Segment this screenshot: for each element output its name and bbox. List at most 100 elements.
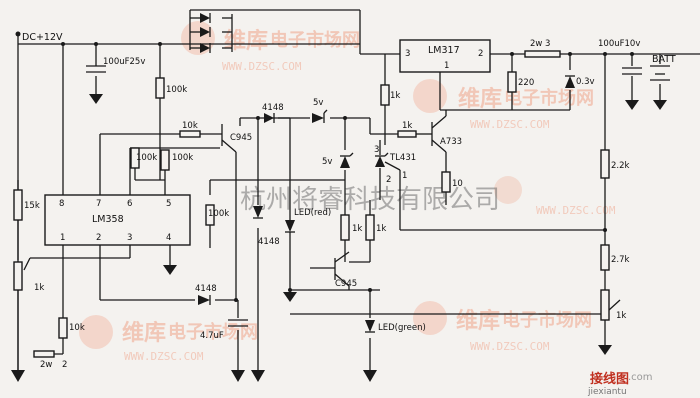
watermark-logo-bottom-right [413,301,447,335]
svg-text:C945: C945 [230,133,252,143]
svg-text:100k: 100k [166,85,187,95]
wm-en-5: WWW.DZSC.COM [470,340,550,353]
battery-symbol [650,65,670,81]
svg-text:2: 2 [478,49,483,59]
watermark-logo-bottom-left [79,315,113,349]
svg-text:1k: 1k [390,91,400,101]
zener-5v-horizontal [312,109,328,123]
resistor-2.7k [600,244,610,271]
wm-brand-4: 维库 [456,308,500,334]
svg-text:4: 4 [166,233,171,243]
svg-text:0.3v: 0.3v [576,77,595,87]
capacitor-output [622,67,642,75]
svg-text:A733: A733 [440,137,462,147]
wm-footer-cn: 接线图 [590,371,629,387]
resistor-10k-base [179,130,201,138]
resistor-15k [13,189,23,221]
svg-text:2w 3: 2w 3 [530,39,550,49]
resistor-1k-top [380,84,390,106]
svg-text:C945: C945 [335,279,357,289]
svg-text:5v: 5v [313,98,323,108]
lm358-label: LM358 [92,214,124,225]
wm-brand-2: 维库 [458,86,502,112]
svg-text:1k: 1k [376,224,386,234]
svg-text:7: 7 [96,199,101,209]
svg-text:5v: 5v [322,157,332,167]
capacitor-input [86,65,106,73]
svg-text:100k: 100k [172,153,193,163]
junction-dots [15,31,634,302]
svg-text:1: 1 [444,61,449,71]
svg-text:3: 3 [405,49,410,59]
svg-text:BATT: BATT [652,54,676,65]
wm-brand-3: 维库 [122,320,166,346]
zener-5v-vertical [340,152,354,168]
svg-text:LED(red): LED(red) [294,208,331,218]
svg-text:LED(green): LED(green) [378,323,426,333]
bridge-diode-3 [200,43,211,53]
component-labels: DC+12V 100uF25v 15k 1k 2w 2 100k 100k 10… [22,32,676,370]
ground-symbols [11,94,667,382]
svg-text:3: 3 [127,233,132,243]
diode-4148-top [264,113,275,123]
wm-en-1: WWW.DZSC.COM [222,60,302,73]
svg-text:10: 10 [452,179,463,189]
svg-text:100k: 100k [136,153,157,163]
svg-text:TL431: TL431 [389,153,416,163]
svg-text:2w: 2w [40,360,52,370]
resistor-2w3 [524,50,561,58]
svg-text:100uF10v: 100uF10v [598,39,640,49]
svg-text:4148: 4148 [258,237,280,247]
svg-text:10k: 10k [182,121,198,131]
led-green [365,320,375,333]
pot-1k-left [13,261,23,291]
svg-text:220: 220 [518,78,534,88]
wm-site-2: 电子市场网 [504,87,594,109]
resistor-220 [507,71,517,93]
svg-text:1k: 1k [34,283,44,293]
svg-text:2: 2 [96,233,101,243]
watermark-logo-mid [413,79,447,113]
diode-4148-bottom [198,295,211,305]
svg-text:6: 6 [127,199,132,209]
resistor-10k-bot [58,317,68,339]
svg-text:1k: 1k [352,224,362,234]
svg-text:3: 3 [374,145,379,155]
diode-4148-vertical [253,206,263,219]
svg-text:2: 2 [386,175,391,185]
lm317-label: LM317 [428,45,460,56]
svg-text:4148: 4148 [262,103,284,113]
resistor-100k-b [160,149,170,171]
resistor-10 [441,171,451,193]
resistor-1k-base [397,130,417,138]
led-red [285,220,295,233]
watermark-group: 维库 电子市场网 WWW.DZSC.COM 维库 电子市场网 WWW.DZSC.… [79,21,653,397]
svg-text:8: 8 [59,199,64,209]
label-supply: DC+12V [22,32,63,43]
svg-text:15k: 15k [24,201,40,211]
svg-text:4148: 4148 [195,284,217,294]
svg-text:5: 5 [166,199,171,209]
resistor-100k-top [155,77,165,99]
diode-0.3v [565,75,575,88]
pot-1k-right [600,289,621,321]
svg-text:4.7uF: 4.7uF [200,331,224,341]
svg-text:100uF25v: 100uF25v [103,57,145,67]
svg-text:2.2k: 2.2k [611,161,630,171]
svg-text:1k: 1k [402,121,412,131]
svg-text:1k: 1k [616,311,626,321]
ic-lm358: LM358 8 7 6 5 1 2 3 4 [44,194,191,246]
svg-text:1: 1 [402,171,407,181]
wm-footer-en: jiexiantu [587,387,627,397]
svg-text:100k: 100k [208,209,229,219]
bridge-diode-2 [200,27,211,37]
svg-text:10k: 10k [69,323,85,333]
resistor-1k-a [340,214,350,241]
wm-site-4: 电子市场网 [502,309,592,331]
resistor-100k-a [130,147,140,169]
bridge-diode-1 [200,13,211,23]
capacitor-4.7uf [228,319,248,327]
resistor-2.2k [600,149,610,179]
